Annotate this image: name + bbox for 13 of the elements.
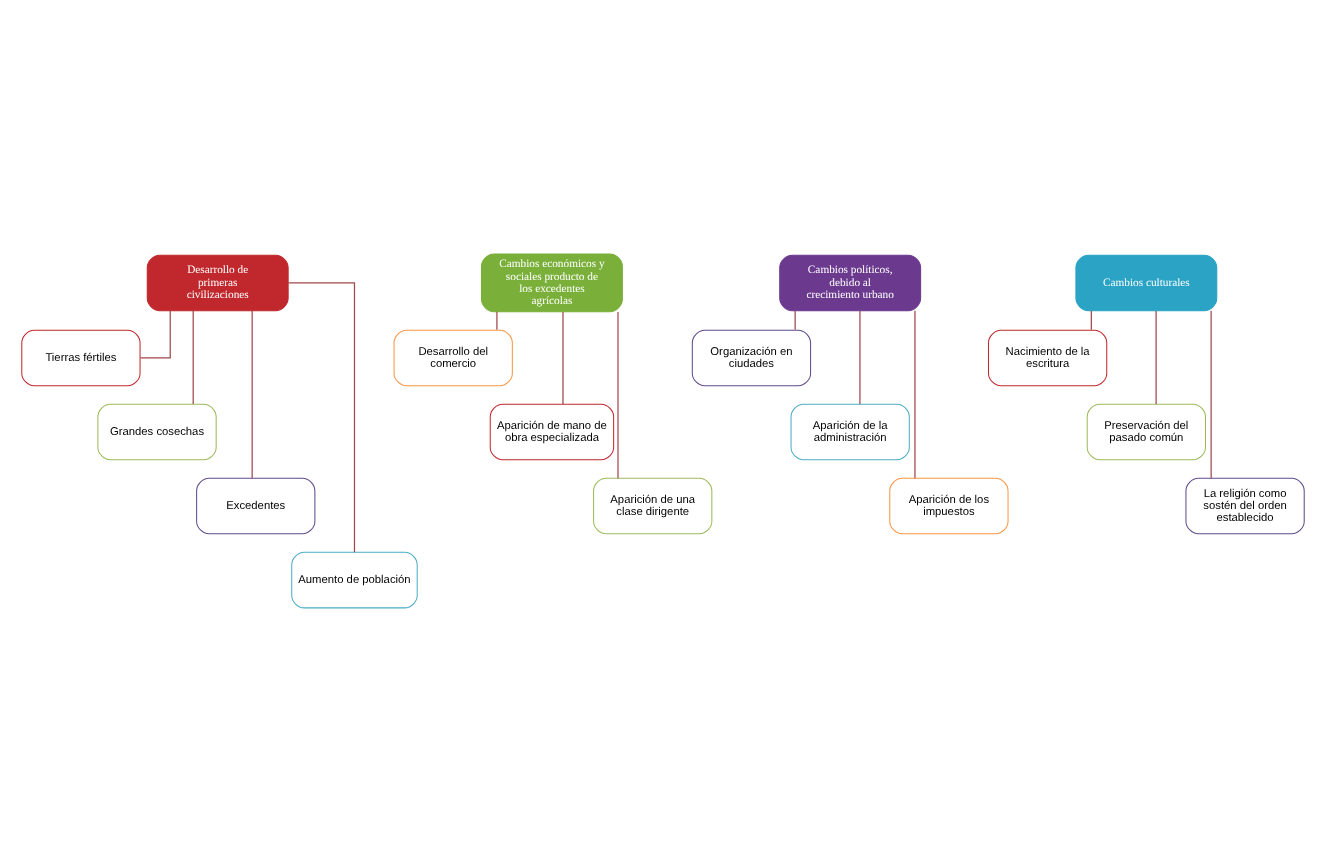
connector	[1090, 310, 1092, 331]
connector	[496, 311, 498, 331]
connector	[1155, 310, 1157, 405]
connector	[287, 282, 356, 553]
connector	[914, 310, 916, 479]
connector	[139, 310, 171, 359]
connector	[617, 311, 619, 479]
connector	[1210, 310, 1212, 479]
connector	[794, 310, 796, 331]
connector	[251, 310, 253, 479]
connector	[859, 310, 861, 405]
connector	[562, 311, 564, 405]
connector	[192, 310, 194, 405]
